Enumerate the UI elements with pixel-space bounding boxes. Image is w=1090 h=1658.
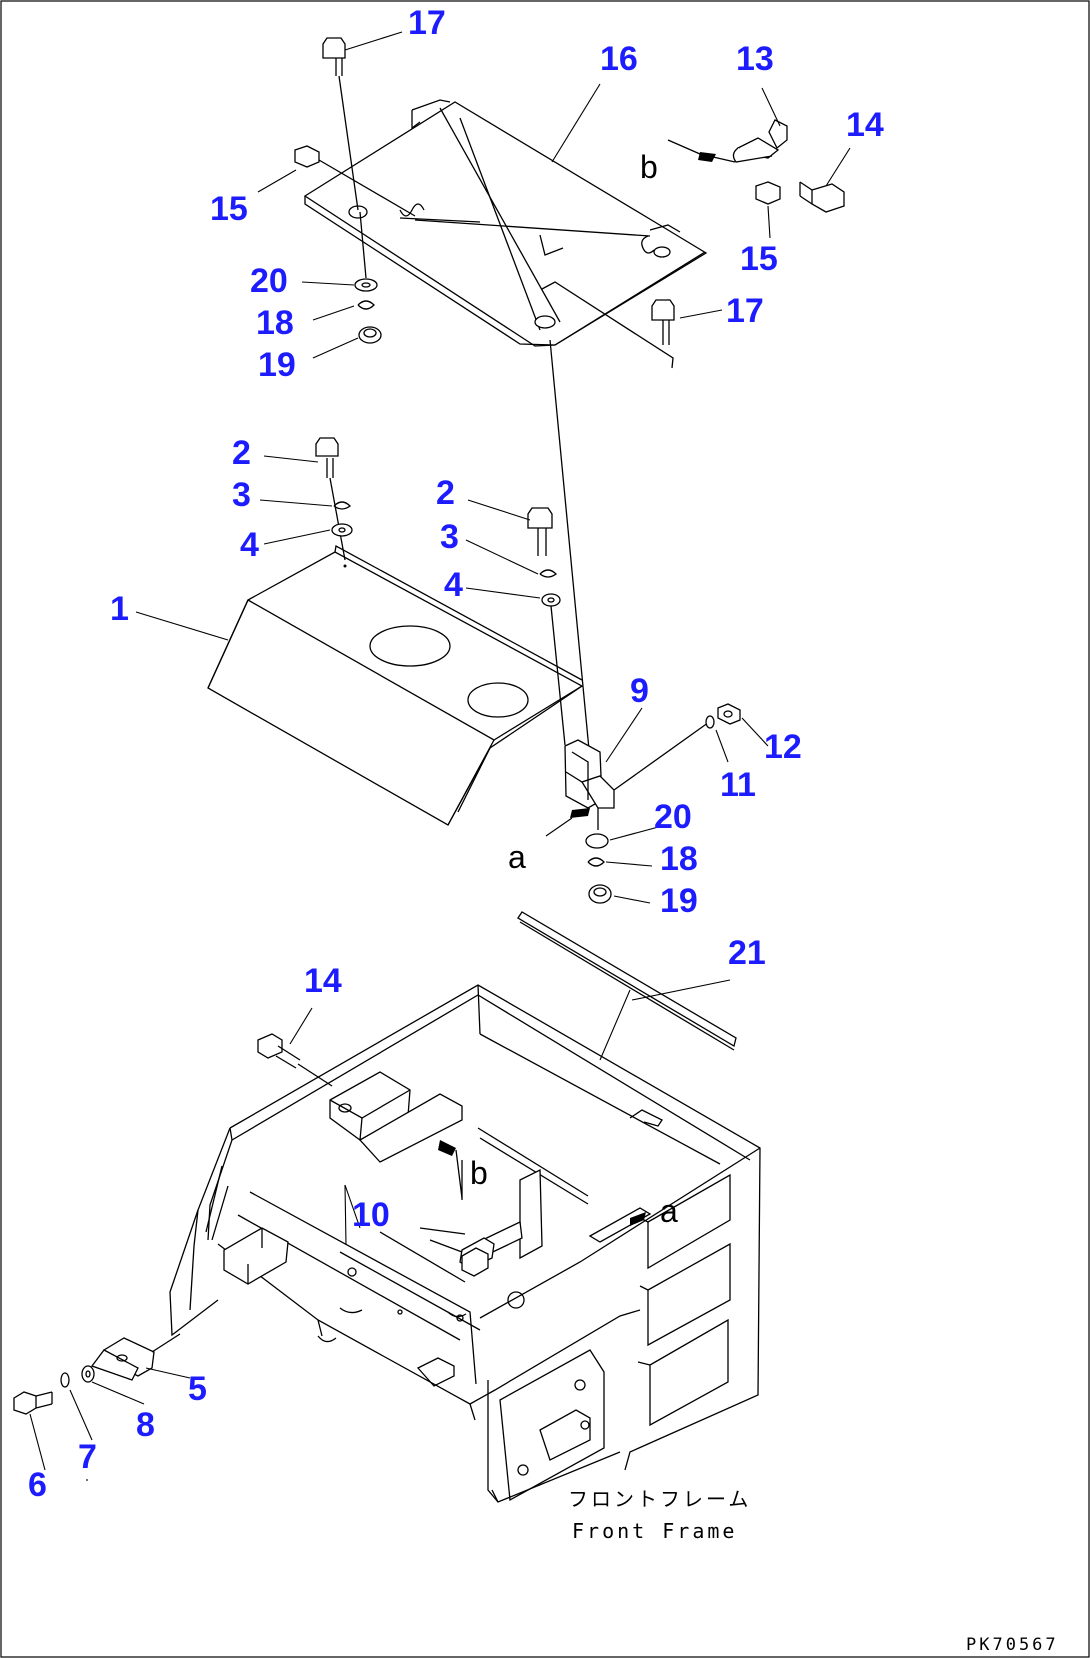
part-15-nut-left (294, 145, 416, 217)
part-17-bolt-right (651, 299, 675, 345)
part-14-bolt-lower (257, 1033, 333, 1087)
caption-english: Front Frame (572, 1519, 737, 1543)
callout-14-lower: 14 (304, 962, 342, 1000)
callout-3-left: 3 (232, 476, 251, 514)
callout-13: 13 (736, 40, 774, 78)
callout-19-lower: 19 (660, 882, 698, 920)
ref-a-frame: a (660, 1193, 678, 1229)
callout-2-right: 2 (436, 474, 455, 512)
callout-6: 6 (28, 1466, 47, 1504)
leader-lines (29, 31, 851, 1481)
part-19-nut-lower (588, 884, 612, 904)
callout-7: 7 (78, 1438, 97, 1476)
part-1-cover (207, 544, 584, 826)
assembly-line-16-9 (549, 339, 591, 761)
callout-20-upper: 20 (250, 262, 288, 300)
callout-14-top: 14 (846, 106, 884, 144)
callout-4-right: 4 (444, 566, 463, 604)
callout-5: 5 (188, 1370, 207, 1408)
callout-18-upper: 18 (256, 304, 294, 342)
callout-19-upper: 19 (258, 346, 296, 384)
callout-15-left: 15 (210, 190, 248, 228)
part-4-washer-left (331, 523, 353, 537)
callout-12: 12 (764, 728, 802, 766)
callout-21: 21 (728, 934, 766, 972)
callout-8: 8 (136, 1406, 155, 1444)
part-4-washer-right (541, 593, 561, 607)
part-11-pin (705, 715, 715, 729)
callout-17-top: 17 (408, 4, 446, 42)
callout-4-left: 4 (240, 526, 259, 564)
part-3-spring-washer-right (539, 569, 557, 578)
part-20-washer-upper (354, 278, 378, 292)
part-2-bolt-right (527, 507, 553, 556)
part-7-spring-washer (60, 1372, 70, 1388)
part-9-bracket (564, 719, 713, 830)
callout-10: 10 (352, 1196, 390, 1234)
part-15-nut-right (755, 181, 781, 205)
callout-18-lower: 18 (660, 840, 698, 878)
part-2-bolt-left (315, 437, 346, 561)
ref-b-top: b (640, 149, 658, 185)
part-3-spring-washer-left (333, 501, 351, 510)
reference-letters: b a b a (470, 149, 678, 1229)
callout-16: 16 (600, 40, 638, 78)
callout-2-left: 2 (232, 434, 251, 472)
callout-labels: 17 16 13 14 15 15 17 20 18 19 2 3 4 2 3 … (28, 4, 884, 1504)
part-17-bolt-top-left (322, 37, 359, 211)
callout-9: 9 (630, 672, 649, 710)
part-8-washer (81, 1365, 95, 1383)
part-18-spring-washer-upper (357, 300, 375, 310)
part-6-bolt (13, 1391, 53, 1415)
callout-17-right: 17 (726, 292, 764, 330)
ref-b-bottom: b (470, 1155, 488, 1191)
part-21-seal-strip (517, 911, 737, 1051)
part-14-bolt-right (799, 181, 845, 213)
part-20-washer-lower (585, 833, 609, 849)
part-10-bolt (461, 1247, 489, 1277)
part-5-latch-plate (90, 1333, 181, 1381)
caption-japanese: フロントフレーム (568, 1487, 751, 1511)
callout-20-lower: 20 (654, 798, 692, 836)
callout-15-right: 15 (740, 240, 778, 278)
part-19-nut-upper (358, 326, 382, 344)
callout-3-right: 3 (440, 518, 459, 556)
ref-a-bottom: a (508, 839, 526, 875)
callout-1: 1 (110, 590, 129, 628)
drawing-part-number: PK70567 (966, 1635, 1059, 1655)
part-13-latch (667, 119, 788, 163)
part-18-spring-washer-lower (587, 857, 605, 867)
part-12-nut (717, 703, 741, 725)
front-frame (169, 984, 761, 1503)
callout-11: 11 (720, 766, 756, 804)
